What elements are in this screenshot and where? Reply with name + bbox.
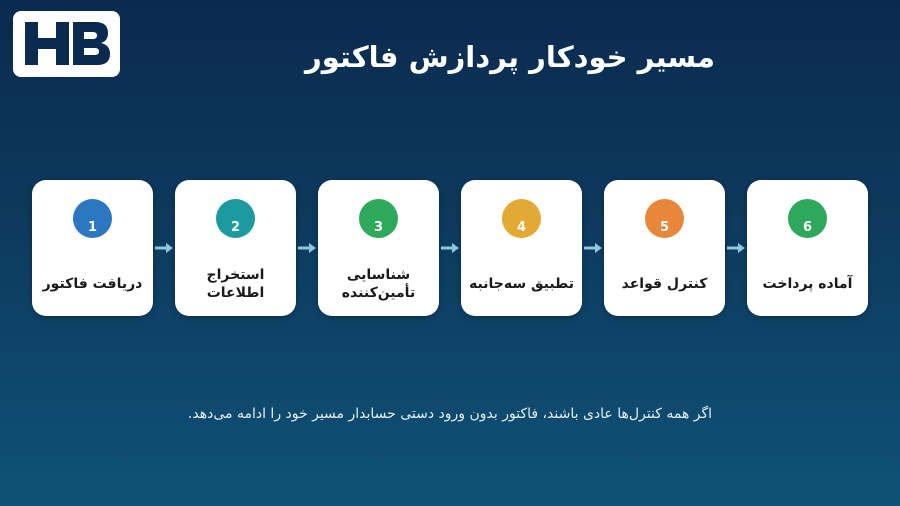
- step-card-4: 4 تطبیق سه‌جانبه: [461, 180, 582, 316]
- step-number: 3: [373, 220, 384, 235]
- page-title: مسیر خودکار پردازش فاکتور: [305, 40, 715, 74]
- step-card-1: 1 دریافت فاکتور: [32, 180, 153, 316]
- step-number-badge: 6: [788, 199, 827, 238]
- step-number: 5: [659, 220, 670, 235]
- step-card-3: 3 شناسایی تأمین‌کننده: [318, 180, 439, 316]
- step-label: شناسایی تأمین‌کننده: [341, 267, 416, 301]
- step-label: کنترل قواعد: [621, 276, 708, 292]
- step-number-badge: 2: [216, 199, 255, 238]
- step-label: دریافت فاکتور: [42, 276, 143, 292]
- step-number: 1: [87, 220, 98, 235]
- step-label: استخراج اطلاعات: [206, 267, 265, 301]
- step-label: تطبیق سه‌جانبه: [469, 276, 574, 292]
- arrow-right-icon: [441, 243, 459, 253]
- arrow-right-icon: [584, 243, 602, 253]
- step-number: 4: [516, 220, 527, 235]
- step-label: آماده پرداخت: [762, 276, 853, 292]
- step-card-5: 5 کنترل قواعد: [604, 180, 725, 316]
- step-number-badge: 1: [73, 199, 112, 238]
- arrow-right-icon: [298, 243, 316, 253]
- hb-logo-icon: [13, 11, 120, 77]
- footer-note: اگر همه کنترل‌ها عادی باشند، فاکتور بدون…: [187, 406, 713, 422]
- step-number-badge: 3: [359, 199, 398, 238]
- process-steps: 1 دریافت فاکتور 2 استخراج اطلاعات 3 شناسایی ت…: [32, 180, 868, 316]
- step-number: 6: [802, 220, 813, 235]
- step-card-6: 6 آماده پرداخت: [747, 180, 868, 316]
- step-number-badge: 5: [645, 199, 684, 238]
- arrow-right-icon: [727, 243, 745, 253]
- step-card-2: 2 استخراج اطلاعات: [175, 180, 296, 316]
- arrow-right-icon: [155, 243, 173, 253]
- step-number: 2: [230, 220, 241, 235]
- step-number-badge: 4: [502, 199, 541, 238]
